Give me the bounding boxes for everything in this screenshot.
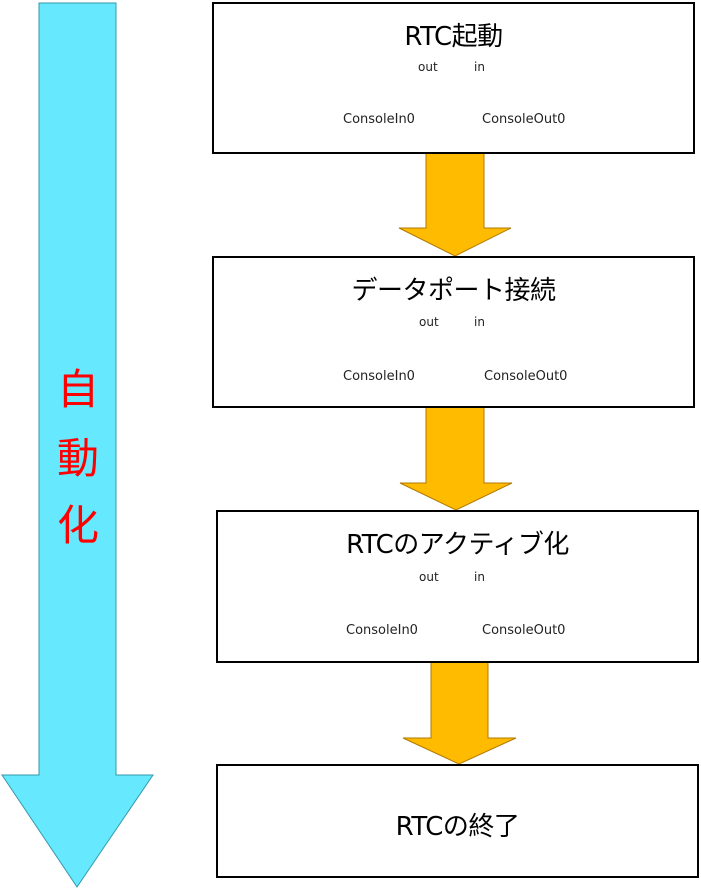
step-title: RTCの終了 <box>395 812 520 842</box>
in-port-label: in <box>474 60 485 74</box>
side-label-char-3: 化 <box>56 501 99 550</box>
component-label-consoleout: ConsoleOut0 <box>482 112 566 127</box>
flow-arrow-3 <box>402 660 517 765</box>
component-label-consolein: ConsoleIn0 <box>343 369 415 384</box>
in-port-label: in <box>474 570 485 584</box>
step-title: RTC起動 <box>404 22 503 52</box>
out-port-label: out <box>419 570 439 584</box>
component-label-consoleout: ConsoleOut0 <box>482 623 566 638</box>
flow-arrow-2 <box>399 405 513 511</box>
out-port-label: out <box>419 315 439 329</box>
step-box-3: RTCのアクティブ化 <box>216 510 699 663</box>
component-label-consoleout: ConsoleOut0 <box>484 369 568 384</box>
step-title: データポート接続 <box>351 276 556 306</box>
step-title: RTCのアクティブ化 <box>346 530 569 560</box>
component-label-consolein: ConsoleIn0 <box>343 112 415 127</box>
flow-arrow-1 <box>398 151 512 257</box>
out-port-label: out <box>418 60 438 74</box>
component-label-consolein: ConsoleIn0 <box>346 623 418 638</box>
step-box-1: RTC起動 <box>212 2 695 154</box>
step-box-4: RTCの終了 <box>216 764 699 878</box>
side-label-char-1: 自 <box>56 365 99 414</box>
in-port-label: in <box>474 315 485 329</box>
side-label-char-2: 動 <box>56 434 99 483</box>
step-box-2: データポート接続 <box>212 256 695 408</box>
side-arrow-icon <box>1 2 154 888</box>
